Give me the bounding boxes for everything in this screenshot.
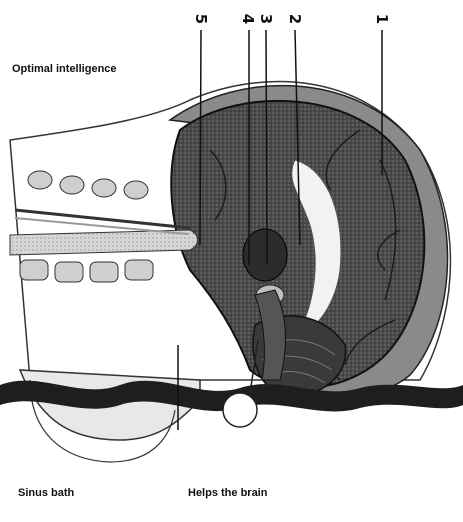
callout-number-3: 3	[257, 14, 275, 24]
callout-number-4: 4	[239, 14, 257, 24]
callout-number-1: 1	[373, 14, 391, 24]
label-helps-brain: Helps the brain	[188, 487, 267, 499]
eyeball	[223, 393, 257, 427]
callout-number-2: 2	[286, 14, 304, 24]
diagram-title: Optimal intelligence	[12, 63, 117, 75]
label-sinus-bath: Sinus bath	[18, 487, 74, 499]
callout-number-5: 5	[192, 14, 210, 24]
